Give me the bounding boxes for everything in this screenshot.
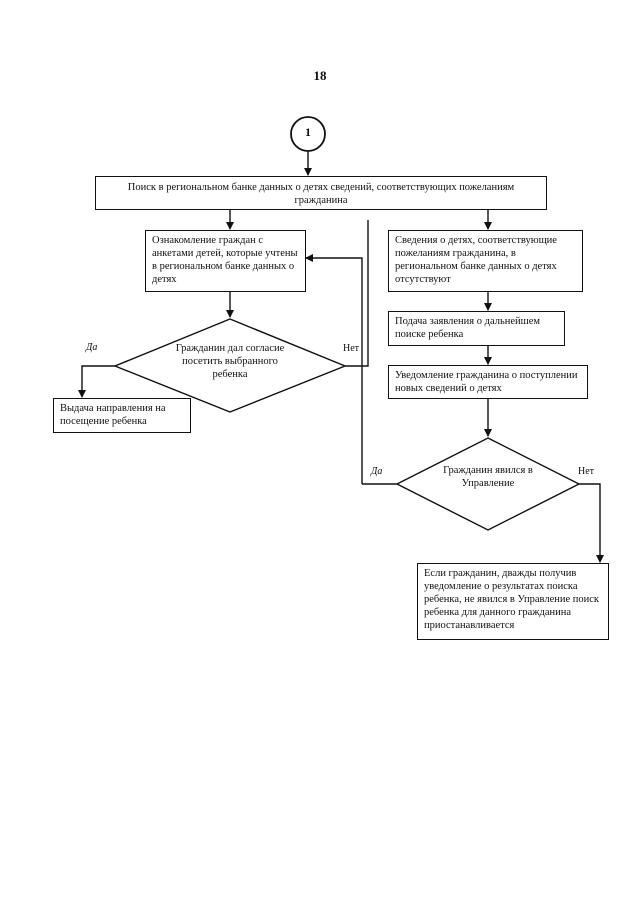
node-referral: Выдача направления на посещение ребенка <box>53 398 191 433</box>
node-suspension: Если гражданин, дважды получив уведомлен… <box>417 563 609 640</box>
page-number: 18 <box>313 68 327 83</box>
node-notification: Уведомление гражданина о поступлении нов… <box>388 365 588 399</box>
consent-diamond <box>113 318 347 413</box>
appeared-diamond <box>395 437 581 531</box>
arrow-consent-yes <box>78 365 115 398</box>
appeared-question-text: Гражданин явился в Управление <box>443 465 533 489</box>
edge-label-appeared-no: Нет <box>578 466 595 477</box>
node-application: Подача заявления о дальнейшем поиске реб… <box>388 311 565 346</box>
arrow-loop-to-review <box>305 254 363 484</box>
arrow-appeared-no <box>579 483 604 563</box>
arrow-consent-no <box>345 220 369 367</box>
node-review: Ознакомление граждан с анкетами детей, к… <box>145 230 306 292</box>
edge-label-consent-yes: Да <box>86 342 98 353</box>
consent-question-text: Гражданин дал согласие посетить выбранно… <box>175 343 285 380</box>
connector-label: 1 <box>305 125 311 139</box>
node-search: Поиск в региональном банке данных о детя… <box>95 176 547 210</box>
node-info-absent: Сведения о детях, соответствующие пожела… <box>388 230 583 292</box>
edge-label-appeared-yes: Да <box>371 466 383 477</box>
edge-label-consent-no: Нет <box>343 343 360 354</box>
